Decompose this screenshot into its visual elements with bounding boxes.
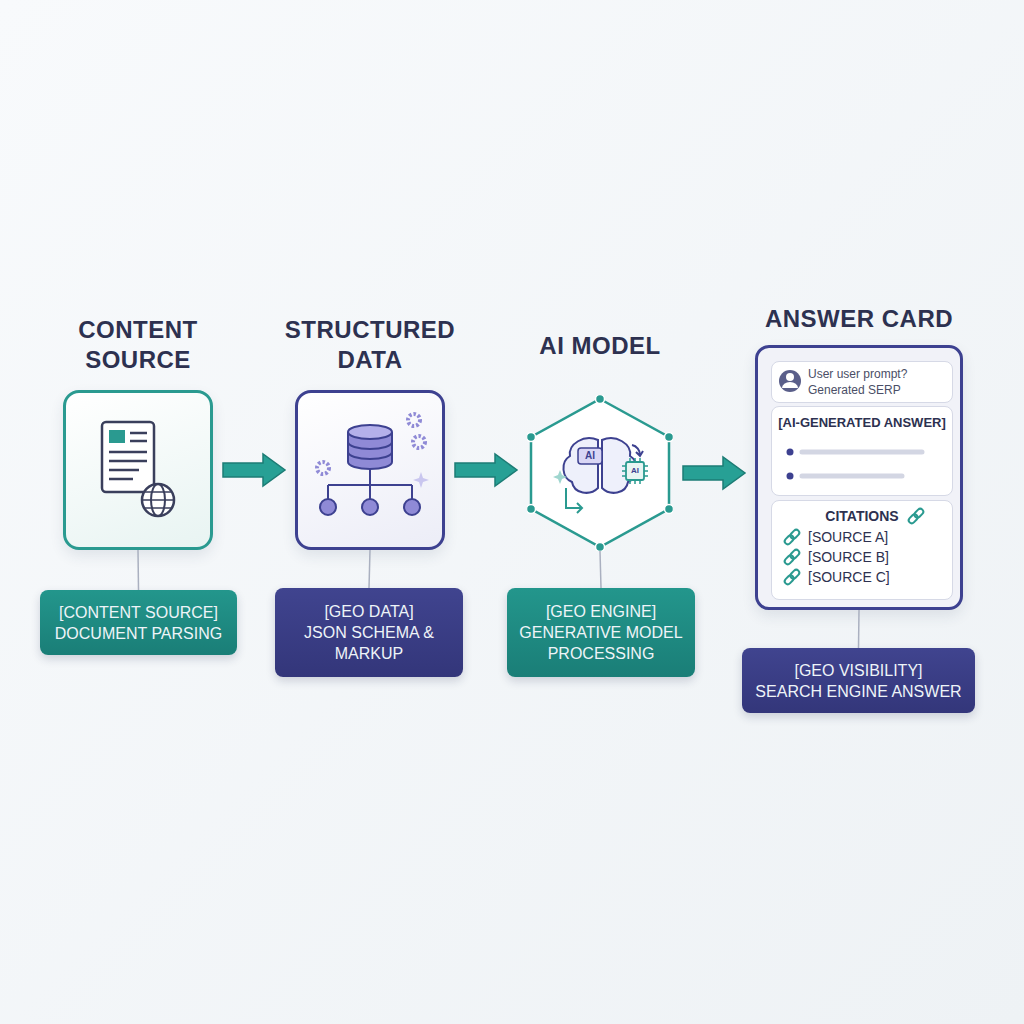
vertex-dot: [527, 505, 536, 514]
badge-text: [GEO DATA]: [324, 601, 413, 622]
brain-lobe: [563, 438, 598, 493]
source-link: [SOURCE A]: [772, 527, 952, 547]
ai-chip: [626, 462, 644, 480]
node-heading: ANSWER CARD: [739, 304, 979, 334]
leader-line: [369, 550, 370, 588]
node-heading: STRUCTURED DATA: [280, 315, 460, 375]
tree-node: [404, 499, 420, 515]
prompt-text: User user prompt? Generated SERP: [772, 362, 952, 398]
source-box: CONTENT SOURCE: [63, 390, 213, 550]
badge-text: GENERATIVE MODEL PROCESSING: [517, 622, 685, 664]
flow-arrow: [566, 488, 582, 513]
document-lines: [109, 433, 147, 479]
gear-icon: [317, 462, 329, 474]
icon-label: AI: [578, 448, 602, 464]
source-link: [SOURCE C]: [772, 567, 952, 587]
node-heading: CONTENT SOURCE: [48, 315, 228, 375]
link-icon: [784, 569, 801, 586]
hexagon-outline: [527, 395, 673, 551]
brain-icon: [553, 438, 648, 513]
leader-line: [600, 551, 601, 588]
leader-line: [858, 610, 860, 648]
answer-card: ANSWER CARDUser user prompt? Generated S…: [755, 345, 963, 610]
globe-icon: [142, 484, 174, 516]
model-hexagon: AI MODEL: [527, 395, 673, 551]
flow-arrow: [683, 457, 745, 489]
gear-icon: [413, 436, 425, 448]
vertex-dot: [527, 433, 536, 442]
flow-arrow: [223, 454, 285, 486]
cycle-arrow: [632, 445, 643, 456]
answer-card-icons: [779, 370, 924, 585]
vertex-dot: [665, 433, 674, 442]
badge-text: SEARCH ENGINE ANSWER: [755, 681, 961, 702]
bullet: [787, 449, 794, 456]
database-body: [348, 432, 392, 469]
geo-badge: [GEO VISIBILITY]SEARCH ENGINE ANSWER: [742, 648, 975, 713]
avatar-head: [786, 373, 794, 381]
hexagon-shape: [531, 399, 669, 547]
tree-lines: [328, 469, 412, 499]
link-icon: [908, 508, 925, 525]
source-link: [SOURCE B]: [772, 547, 952, 567]
vertex-dot: [665, 505, 674, 514]
citations-heading: CITATIONS: [772, 505, 952, 527]
data-box: STRUCTURED DATA: [295, 390, 445, 550]
database-icon: [317, 414, 429, 515]
prompt-box: User user prompt? Generated SERP: [771, 361, 953, 403]
geo-badge: [GEO DATA]JSON SCHEMA & MARKUP: [275, 588, 463, 677]
badge-text: DOCUMENT PARSING: [55, 623, 222, 644]
sparkle: [413, 472, 429, 488]
leader-line: [137, 550, 139, 590]
geo-badge: [GEO ENGINE]GENERATIVE MODEL PROCESSING: [507, 588, 695, 677]
badge-text: JSON SCHEMA & MARKUP: [285, 622, 453, 664]
badge-text: [CONTENT SOURCE]: [59, 602, 218, 623]
answer-box: [AI-GENERATED ANSWER]: [771, 406, 953, 496]
document-icon: [102, 422, 174, 516]
flow-arrow: [455, 454, 517, 486]
user-avatar: [779, 370, 801, 392]
badge-text: [GEO VISIBILITY]: [794, 660, 922, 681]
geo-badge: [CONTENT SOURCE]DOCUMENT PARSING: [40, 590, 237, 655]
bullet: [787, 473, 794, 480]
globe-meridian: [151, 484, 165, 516]
brain-lobe: [602, 438, 637, 493]
chip-pins: [622, 458, 648, 484]
database-top: [348, 425, 392, 439]
tree-node: [320, 499, 336, 515]
link-icon: [784, 529, 801, 546]
node-heading: AI MODEL: [510, 331, 690, 361]
answer-title: [AI-GENERATED ANSWER]: [772, 407, 952, 430]
document-sheet: [102, 422, 154, 492]
document-image: [109, 430, 125, 443]
icon-label: AI: [626, 462, 644, 480]
avatar-body: [782, 382, 798, 388]
vertex-dot: [596, 543, 605, 552]
database-bands: [348, 442, 392, 459]
ai-chip-label: [578, 448, 602, 464]
gear-icon: [408, 414, 420, 426]
tree-node: [362, 499, 378, 515]
citations-box: CITATIONS[SOURCE A][SOURCE B][SOURCE C]: [771, 500, 953, 600]
sparkle: [553, 470, 567, 484]
globe-parallels: [142, 492, 174, 508]
vertex-dot: [596, 395, 605, 404]
badge-text: [GEO ENGINE]: [546, 601, 656, 622]
link-icon: [784, 549, 801, 566]
answer-lines: [802, 452, 922, 476]
